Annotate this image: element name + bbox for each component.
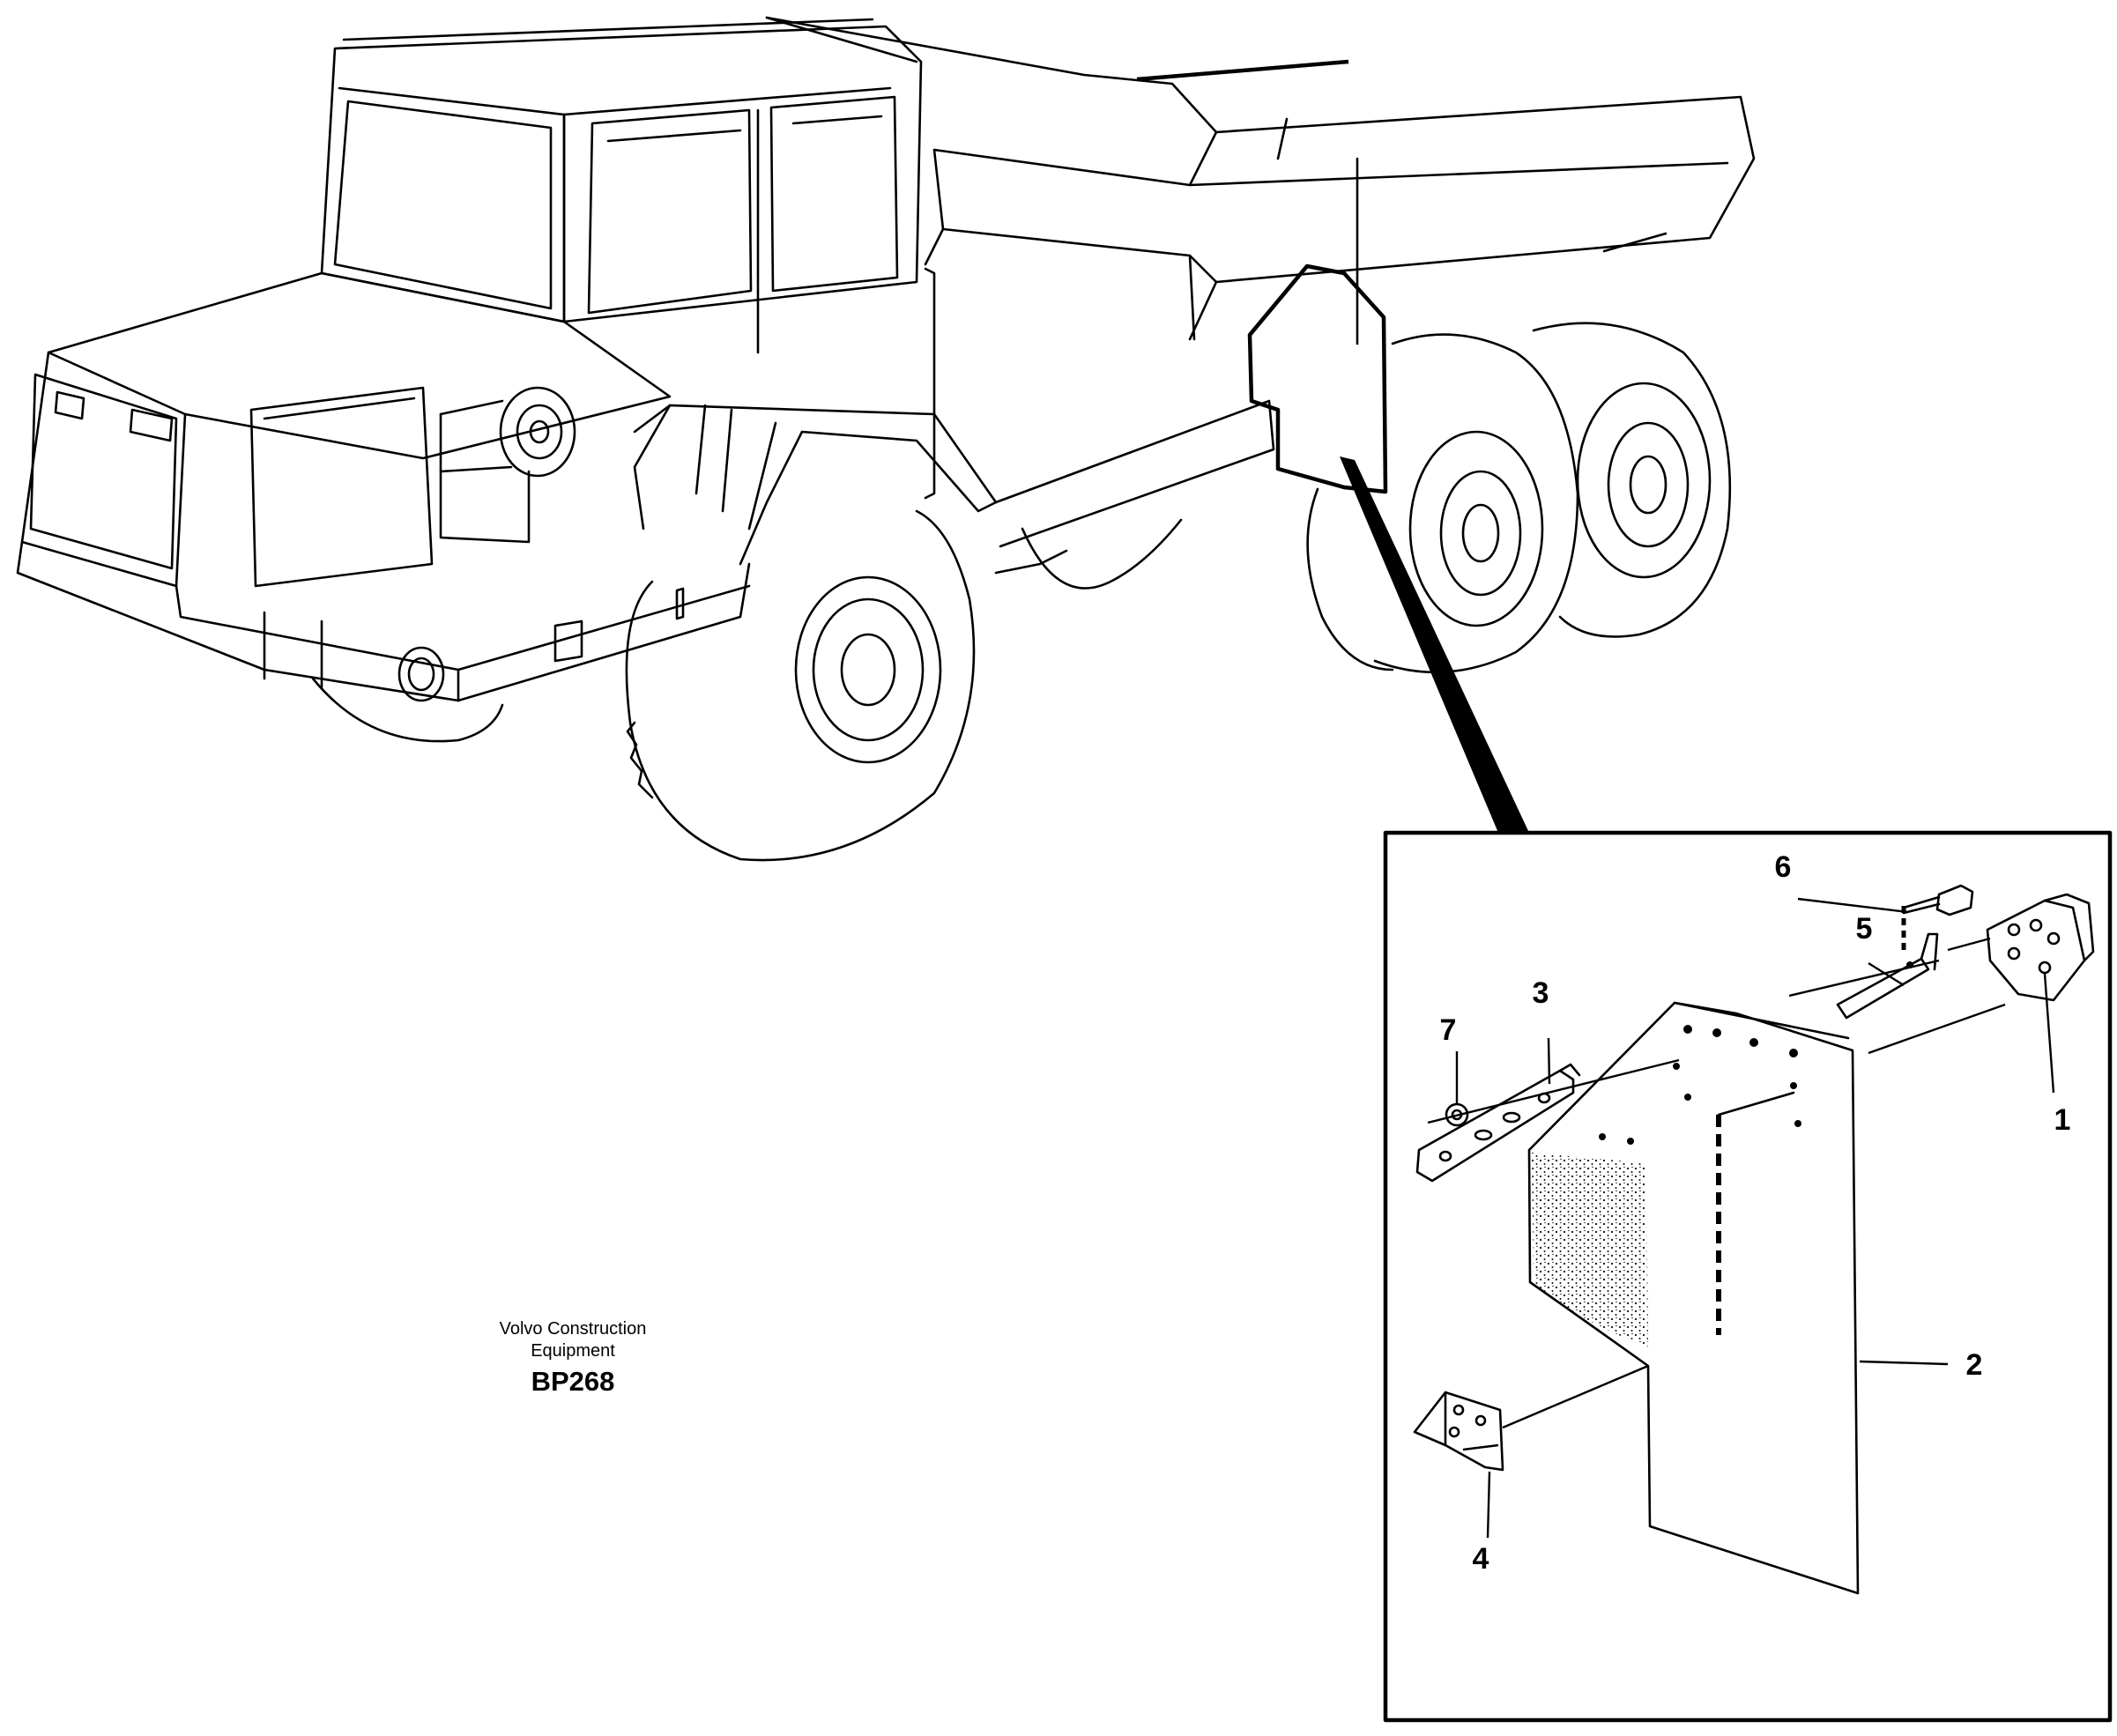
callout-5: 5 (1856, 912, 1873, 946)
callout-4: 4 (1473, 1542, 1489, 1576)
bolt-icon (1902, 884, 1974, 916)
drawing-code: BP268 (531, 1366, 615, 1397)
cab-icon (320, 18, 923, 354)
front-fender-icon (633, 404, 998, 566)
callout-3: 3 (1533, 976, 1549, 1010)
clamping-strip-icon (1415, 1063, 1581, 1183)
company-name-line2: Equipment (531, 1341, 615, 1361)
front-wheel-icon (625, 509, 976, 862)
zoom-pointer-icon (1340, 456, 1529, 833)
air-intake-icon (439, 386, 576, 544)
callout-7: 7 (1440, 1013, 1457, 1047)
detail-frame (1383, 830, 2113, 1723)
drawing-caption: Volvo Construction Equipment BP268 (441, 1318, 705, 1401)
dump-body-icon (765, 16, 1756, 345)
rear-wheels-icon (1306, 322, 1732, 674)
callout-6: 6 (1775, 850, 1792, 884)
strap-icon (1836, 906, 1939, 1020)
callout-1: 1 (2054, 1103, 2071, 1137)
callout-2: 2 (1966, 1348, 1983, 1382)
mudflap-location-icon (1247, 263, 1388, 494)
leader-lines (1427, 897, 2055, 1539)
chassis-frame-icon (924, 267, 1275, 590)
angle-bracket-icon (1413, 1391, 1504, 1472)
dump-truck-illustration (16, 16, 1756, 862)
front-bumper-icon (16, 540, 751, 743)
hood-icon (20, 271, 672, 588)
detail-inset: 1 2 3 4 5 6 7 (1383, 830, 2113, 1723)
company-name-line1: Volvo Construction (499, 1319, 647, 1339)
mounting-bracket-icon (1986, 893, 2095, 1002)
mudflap-icon (1527, 1001, 1860, 1595)
